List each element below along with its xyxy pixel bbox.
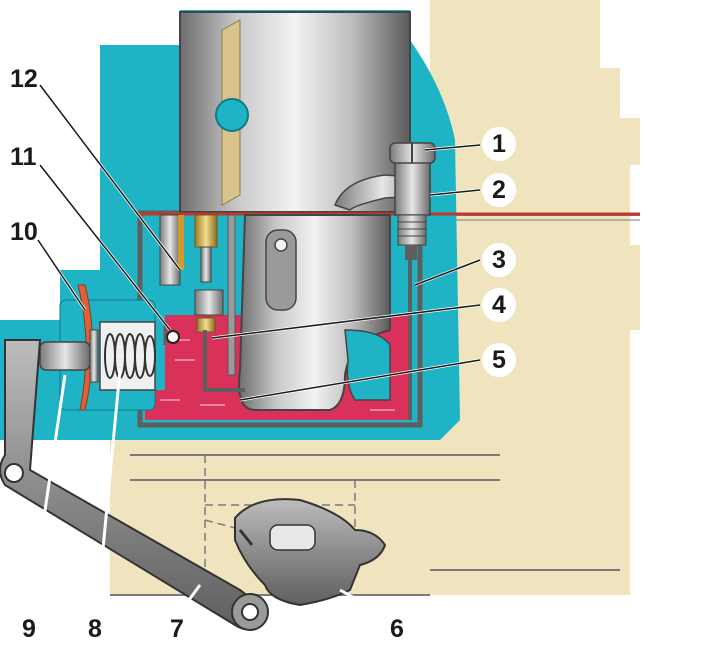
accelerator-pump-nozzle xyxy=(159,214,245,392)
callout-8: 8 xyxy=(88,615,102,643)
callout-11: 11 xyxy=(10,143,37,171)
float xyxy=(238,214,391,411)
callout-1: 1 xyxy=(482,127,516,161)
callout-7: 7 xyxy=(170,615,184,643)
throttle-cam xyxy=(234,498,387,607)
callout-4: 4 xyxy=(482,288,516,322)
callout-12: 12 xyxy=(10,65,38,93)
callout-10: 10 xyxy=(10,218,38,246)
pump-drive-lever xyxy=(0,339,269,631)
callout-2: 2 xyxy=(482,173,516,207)
callout-6: 6 xyxy=(390,615,404,643)
leader-lines-dark xyxy=(37,84,481,401)
carburetor-throat xyxy=(179,11,411,213)
callout-9: 9 xyxy=(22,615,36,643)
callout-5: 5 xyxy=(482,343,516,377)
callout-3: 3 xyxy=(482,243,516,277)
screw-and-jet-assembly xyxy=(334,142,436,260)
accelerator-pump xyxy=(39,284,156,411)
